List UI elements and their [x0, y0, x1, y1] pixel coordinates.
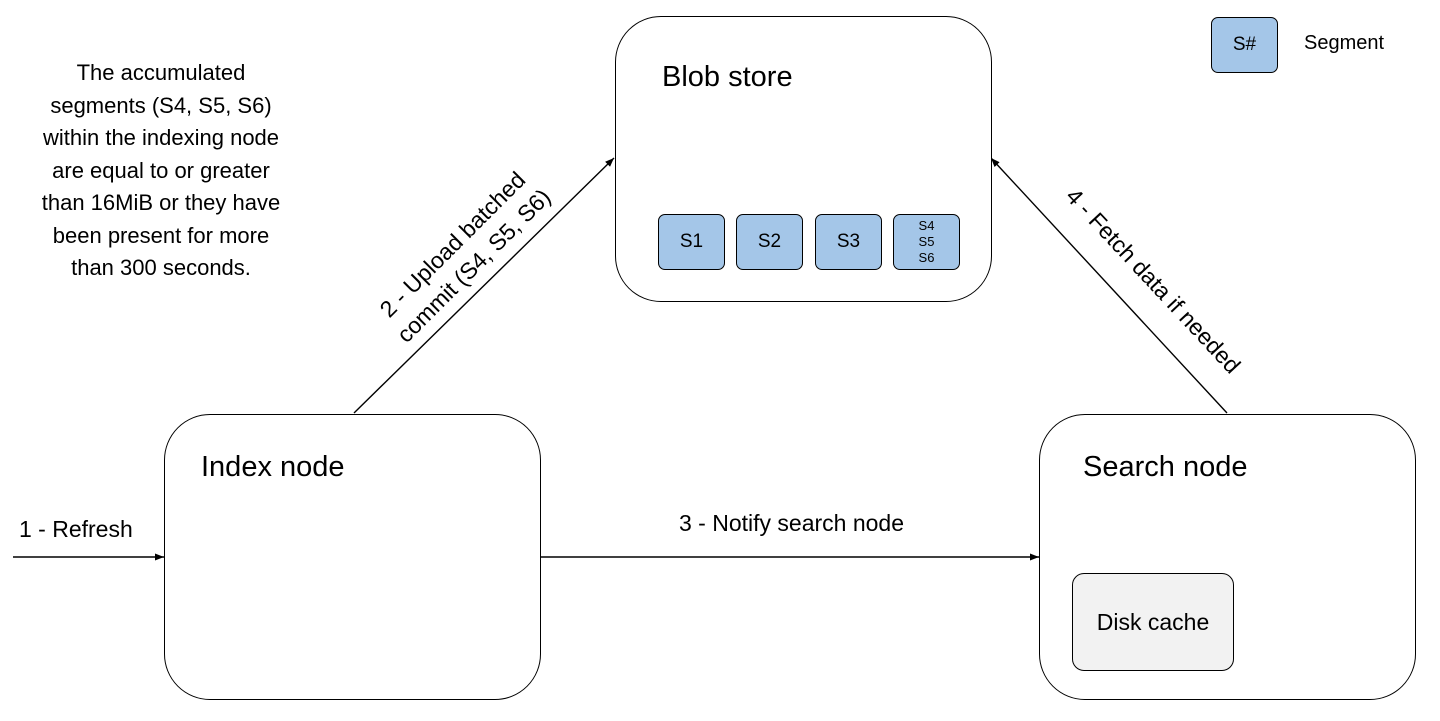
segment-label: S4	[918, 218, 935, 233]
upload-arrow	[353, 157, 615, 414]
segment-label: S6	[918, 250, 935, 265]
note-line: been present for more	[52, 222, 270, 248]
legend-segment-swatch: S#	[1211, 17, 1278, 73]
disk-cache-box: Disk cache	[1072, 573, 1234, 671]
search-node-box: Search node Disk cache	[1039, 414, 1416, 700]
fetch-arrow	[990, 157, 1228, 414]
blob-store-box: Blob store S1 S2 S3 S4 S5 S6	[615, 16, 992, 302]
batching-note: The accumulated segments (S4, S5, S6) wi…	[10, 57, 312, 285]
note-line: The accumulated	[76, 60, 246, 85]
index-node-title: Index node	[201, 451, 345, 483]
notify-label: 3 - Notify search node	[679, 510, 905, 536]
legend-swatch-label: S#	[1232, 34, 1257, 55]
refresh-label: 1 - Refresh	[19, 516, 133, 542]
note-line: are equal to or greater	[52, 157, 270, 183]
blob-store-title: Blob store	[662, 61, 793, 93]
disk-cache-label: Disk cache	[1096, 608, 1210, 635]
search-node-title: Search node	[1083, 451, 1248, 483]
segment-label: S2	[757, 231, 782, 252]
legend-label: Segment	[1304, 32, 1385, 54]
note-line: than 16MiB or they have	[41, 190, 281, 215]
note-line: within the indexing node	[42, 125, 280, 150]
index-node-box: Index node	[164, 414, 541, 700]
segment-s3: S3	[815, 214, 882, 270]
segment-s2: S2	[736, 214, 803, 270]
segment-label: S3	[836, 231, 861, 252]
note-line: than 300 seconds.	[71, 255, 251, 280]
segment-label: S5	[918, 234, 935, 249]
segment-label: S1	[679, 231, 704, 252]
segment-s1: S1	[658, 214, 725, 270]
note-line: segments (S4, S5, S6)	[50, 92, 272, 118]
segment-batched-s4-s5-s6: S4 S5 S6	[893, 214, 960, 270]
